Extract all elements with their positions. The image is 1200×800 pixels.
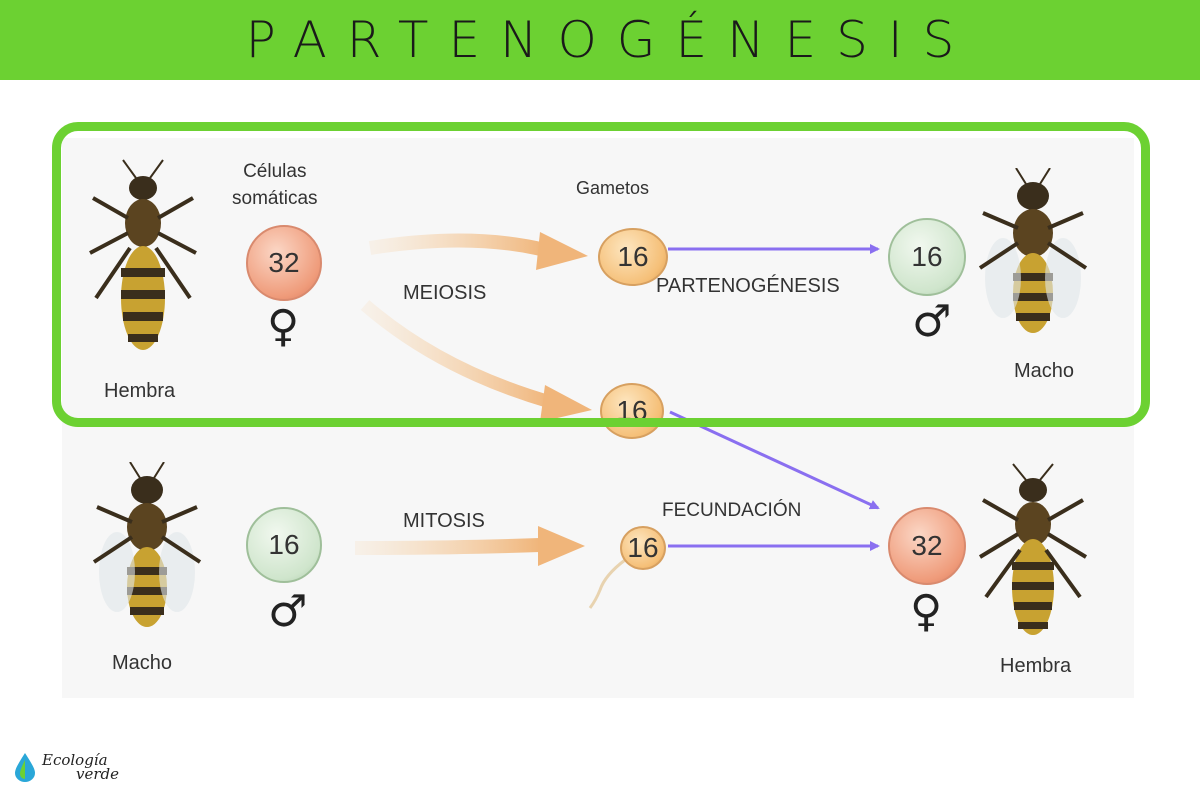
bee-icon [978, 168, 1088, 333]
meiosis-curve-arrow [360, 300, 552, 409]
parthenogenesis-label: PARTENOGÉNESIS [656, 275, 840, 297]
male-symbol-icon: ♂ [268, 586, 308, 637]
ecologia-verde-logo: Ecología verde [12, 752, 119, 782]
logo-line1: Ecología [42, 751, 108, 769]
male-cell-circle-top: 16 [888, 218, 966, 296]
meiosis-arrow-head [536, 232, 588, 270]
fertilization-label: FECUNDACIÓN [662, 500, 802, 521]
bottom-male-label: Macho [112, 652, 173, 674]
top-male-label: Macho [1014, 360, 1075, 382]
sperm-tail [588, 558, 626, 609]
mitosis-label: MITOSIS [403, 510, 485, 532]
logo-line2: verde [76, 765, 120, 783]
zygote-circle: 32 [888, 507, 966, 585]
fertilization-diagonal-arrow [669, 410, 880, 510]
bee-icon [89, 159, 197, 350]
bee-icon [978, 463, 1088, 635]
gamete-circle-top: 16 [598, 228, 668, 286]
top-female-label: Hembra [104, 380, 176, 402]
bottom-female-label: Hembra [1000, 655, 1072, 677]
leaf-drop-icon [15, 753, 35, 782]
somatic-cells-label: Células somáticas [232, 161, 318, 209]
meiosis-arrow [368, 233, 547, 257]
male-cell-circle-bottom: 16 [246, 507, 322, 583]
mitosis-arrow-head [538, 526, 585, 566]
gamete-circle-bottom: 16 [600, 383, 664, 439]
page-title: PARTENOGÉNESIS [245, 11, 975, 69]
title-banner: PARTENOGÉNESIS [0, 0, 1200, 80]
male-symbol-icon: ♂ [912, 296, 952, 347]
somatic-cell-circle: 32 [246, 225, 322, 301]
gametes-label: Gametos [576, 178, 650, 198]
mitosis-arrow [354, 538, 541, 555]
female-symbol-icon: ♀ [910, 586, 943, 637]
female-symbol-icon: ♀ [267, 301, 300, 352]
meiosis-label: MEIOSIS [403, 282, 487, 304]
sperm-cell-circle: 16 [620, 526, 666, 570]
meiosis-curve-arrow-head [540, 385, 592, 422]
bee-icon [92, 462, 202, 627]
